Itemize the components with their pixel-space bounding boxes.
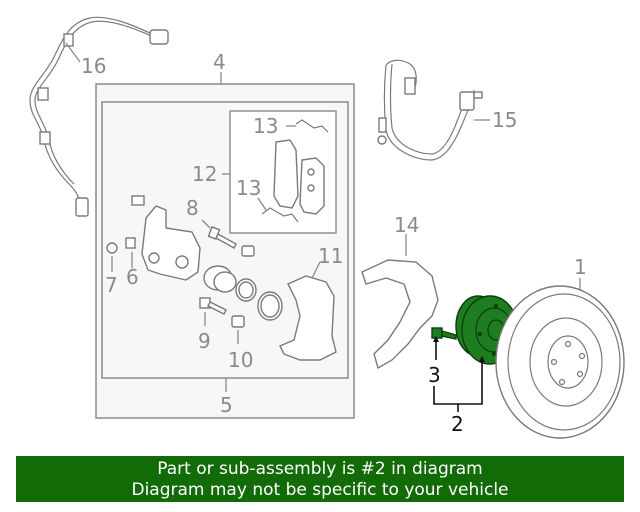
callout-10: 10 <box>228 348 253 372</box>
callout-7: 7 <box>105 273 118 297</box>
part-16-speed-sensor-cable <box>29 16 169 217</box>
shim-clip-lower <box>261 207 299 223</box>
banner-line-2: Diagram may not be specific to your vehi… <box>131 480 509 500</box>
callout-1: 1 <box>574 255 587 279</box>
bushing <box>231 315 245 328</box>
callout-15: 15 <box>492 108 517 132</box>
wheel-hub-assembly <box>455 295 519 365</box>
parts-diagram: 16 15 4 5 12 13 13 6 <box>29 16 625 439</box>
brake-pads <box>273 139 325 215</box>
callout-11: 11 <box>318 244 343 268</box>
banner-line-1: Part or sub-assembly is #2 in diagram <box>157 459 483 479</box>
callout-12: 12 <box>192 162 217 186</box>
callout-8: 8 <box>186 196 199 220</box>
caliper-body <box>131 195 201 281</box>
callout-13b: 13 <box>236 176 261 200</box>
caliper-bracket <box>279 275 337 361</box>
callout-4: 4 <box>213 50 226 74</box>
piston-and-seals <box>203 265 283 321</box>
notice-banner: Part or sub-assembly is #2 in diagram Di… <box>16 456 624 502</box>
bleeder-cap <box>106 242 118 254</box>
callout-9: 9 <box>198 329 211 353</box>
brake-disc <box>495 285 625 439</box>
splash-shield <box>361 259 439 370</box>
callout-13a: 13 <box>253 114 278 138</box>
callout-5: 5 <box>220 393 233 417</box>
bleeder-screw <box>125 237 136 249</box>
shim-clip-upper <box>295 119 329 133</box>
callout-6: 6 <box>126 265 139 289</box>
callout-14: 14 <box>394 213 419 237</box>
caliper-bolt <box>199 297 227 315</box>
callout-3: 3 <box>428 363 441 387</box>
callout-16: 16 <box>81 54 106 78</box>
callout-2: 2 <box>451 412 464 436</box>
guide-pin <box>207 226 255 257</box>
part-15-brake-hose <box>377 59 483 161</box>
